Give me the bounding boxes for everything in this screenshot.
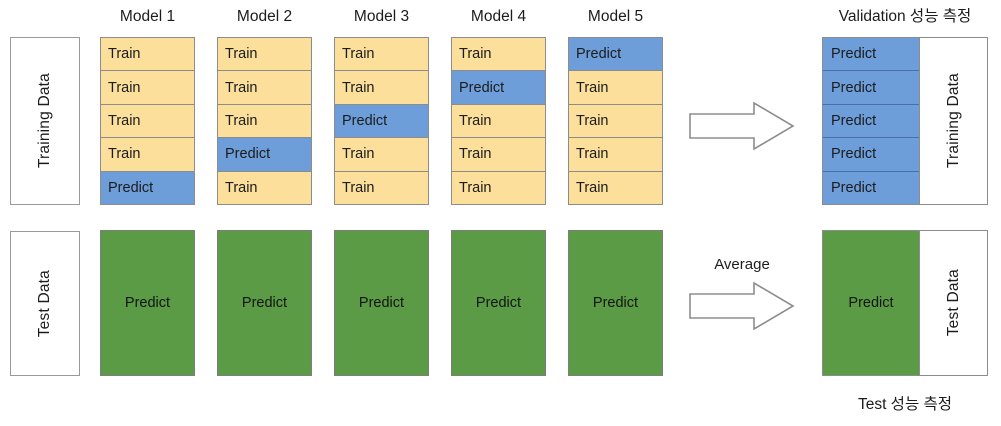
column-header-model-5: Model 5 [587, 8, 644, 25]
fold-cell: Train [335, 38, 428, 72]
test-block-model-4: Predict [451, 230, 546, 376]
training-data-box: Training Data [10, 37, 80, 205]
fold-cell: Train [569, 104, 662, 139]
fold-stack-model-4: Train Predict Train Train Train [451, 37, 546, 205]
validation-arrow [688, 100, 796, 152]
validation-panel-title: Validation 성능 측정 [838, 8, 972, 25]
fold-cell: Predict [218, 138, 311, 172]
validation-result-panel: Predict Predict Predict Predict Predict … [822, 37, 988, 205]
fold-cell: Train [452, 171, 545, 205]
test-block-model-1: Predict [100, 230, 195, 376]
average-label: Average [714, 256, 770, 273]
fold-cell: Predict [101, 171, 194, 205]
fold-cell: Train [452, 138, 545, 172]
fold-stack-model-3: Train Train Predict Train Train [334, 37, 429, 205]
fold-cell: Train [569, 71, 662, 105]
test-block-model-5: Predict [568, 230, 663, 376]
fold-cell: Predict [452, 71, 545, 105]
fold-cell: Predict [569, 38, 662, 72]
fold-cell: Predict [823, 104, 919, 139]
test-block-model-3: Predict [334, 230, 429, 376]
fold-cell: Train [569, 138, 662, 172]
fold-cell: Predict [823, 38, 919, 72]
validation-predict-column: Predict Predict Predict Predict Predict [823, 38, 919, 205]
column-header-model-2: Model 2 [236, 8, 293, 25]
test-side-label: Test Data [944, 269, 962, 337]
fold-stack-model-2: Train Train Train Predict Train [217, 37, 312, 205]
training-data-label: Training Data [36, 73, 53, 169]
right-arrow-icon [689, 281, 795, 331]
fold-cell: Predict [823, 171, 919, 205]
fold-cell: Train [569, 171, 662, 205]
fold-cell: Train [452, 104, 545, 139]
column-header-model-4: Model 4 [470, 8, 527, 25]
fold-cell: Train [101, 38, 194, 72]
fold-cell: Predict [335, 104, 428, 139]
test-data-label: Test Data [36, 269, 53, 338]
fold-cell: Train [335, 171, 428, 205]
test-data-box: Test Data [10, 231, 80, 376]
fold-stack-model-1: Train Train Train Train Predict [100, 37, 195, 205]
validation-side-area: Training Data [919, 38, 987, 204]
fold-cell: Train [335, 71, 428, 105]
fold-cell: Predict [823, 71, 919, 105]
fold-cell: Train [101, 104, 194, 139]
average-arrow [688, 280, 796, 332]
fold-cell: Predict [823, 138, 919, 172]
column-header-model-1: Model 1 [119, 8, 176, 25]
fold-stack-model-5: Predict Train Train Train Train [568, 37, 663, 205]
right-arrow-icon [689, 101, 795, 151]
column-header-model-3: Model 3 [353, 8, 410, 25]
validation-side-label: Training Data [944, 73, 962, 169]
fold-cell: Train [218, 71, 311, 105]
test-result-panel: Predict Test Data [822, 230, 988, 376]
fold-cell: Train [335, 138, 428, 172]
test-predict-block: Predict [823, 231, 919, 375]
fold-cell: Train [452, 38, 545, 72]
fold-cell: Train [218, 171, 311, 205]
fold-cell: Train [101, 71, 194, 105]
test-block-model-2: Predict [217, 230, 312, 376]
test-side-area: Test Data [919, 231, 987, 375]
fold-cell: Train [101, 138, 194, 172]
fold-cell: Train [218, 104, 311, 139]
test-panel-caption: Test 성능 측정 [857, 396, 953, 413]
fold-cell: Train [218, 38, 311, 72]
